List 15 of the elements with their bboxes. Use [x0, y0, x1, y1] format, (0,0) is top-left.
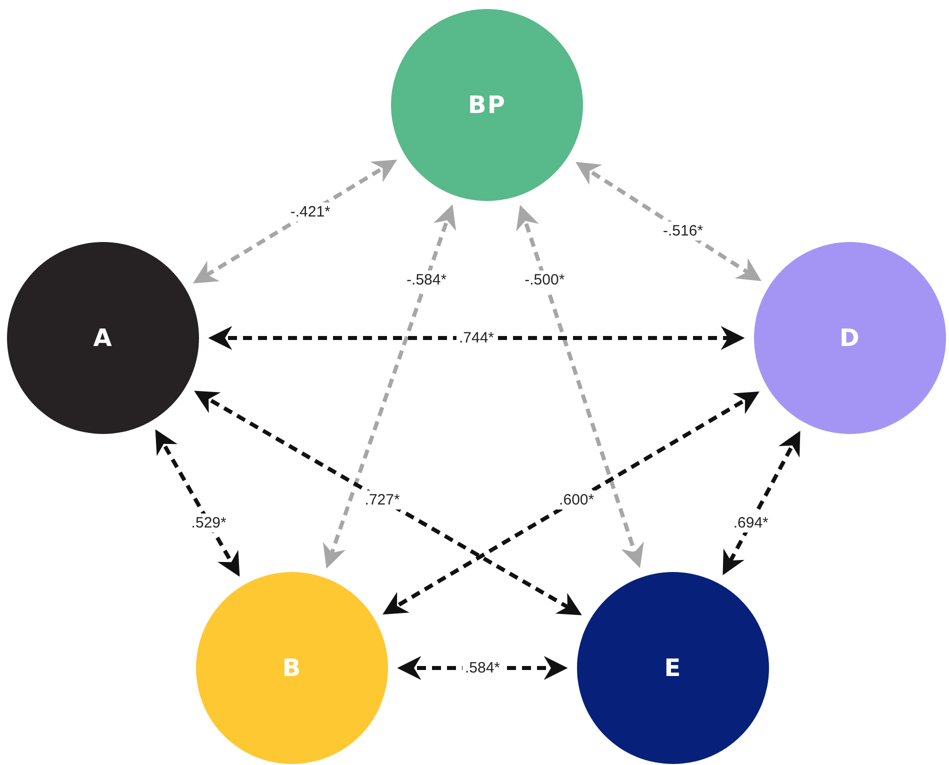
node-label: D — [840, 324, 860, 352]
node-label: B — [282, 654, 302, 682]
double-arrow — [722, 430, 800, 576]
edge-label: .600* — [556, 490, 598, 510]
node-label: A — [93, 324, 113, 352]
node-label: BP — [468, 91, 506, 119]
double-arrow — [322, 204, 456, 569]
double-arrow — [576, 162, 762, 282]
double-arrow — [155, 429, 240, 577]
double-arrow — [192, 160, 398, 284]
double-arrow — [194, 390, 582, 616]
double-arrow — [516, 204, 644, 568]
node-label: E — [664, 654, 682, 682]
double-arrow — [208, 326, 745, 350]
double-arrow — [382, 392, 760, 614]
